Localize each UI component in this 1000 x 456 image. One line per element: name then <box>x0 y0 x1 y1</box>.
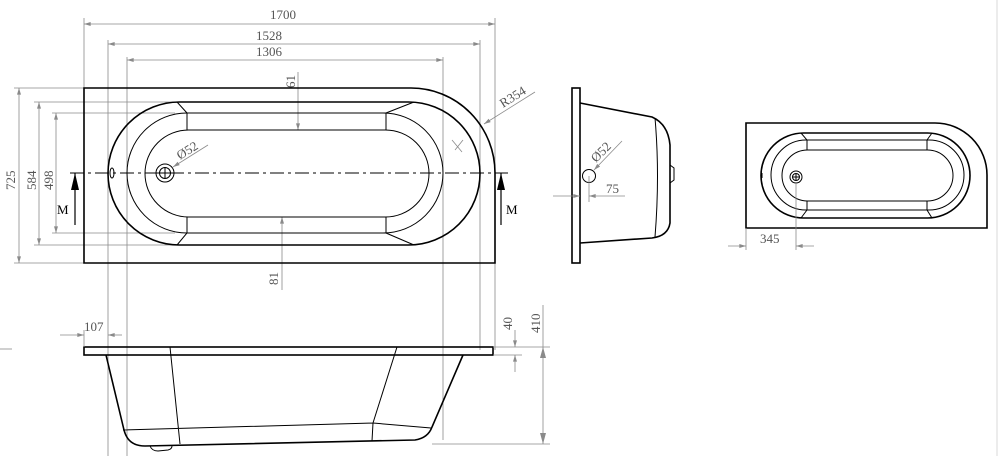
end-view: Ø52 75 <box>553 87 675 264</box>
dim-rim-width: 584 <box>24 170 39 190</box>
dim-bottom-width: 498 <box>41 171 56 191</box>
dim-drain-position: 345 <box>760 231 780 246</box>
dim-line-radius <box>483 91 536 125</box>
top-view: 1700 1528 1306 725 584 498 61 81 R354 Ø5… <box>3 7 536 456</box>
side-inner-lines <box>122 346 432 445</box>
chamfer-lines <box>176 101 415 246</box>
dim-rim-length: 1528 <box>256 28 282 43</box>
end-inner-line <box>654 117 658 238</box>
small-chamfer-lines <box>800 132 933 219</box>
section-arrow-left: M <box>57 173 79 225</box>
dim-rim-thickness: 40 <box>500 317 515 330</box>
end-flange <box>571 87 581 264</box>
dim-line-drain <box>172 144 209 168</box>
small-top-view: 345 <box>728 122 988 250</box>
end-body-profile <box>579 102 671 244</box>
dim-arrows-410 <box>540 347 546 444</box>
tub-outline <box>83 87 496 264</box>
extension-lines <box>14 18 496 456</box>
dim-height: 410 <box>528 314 543 334</box>
small-bottom-oval <box>781 149 954 202</box>
dim-overall-length: 1700 <box>270 7 296 22</box>
end-nub <box>669 164 675 184</box>
drain-icon <box>155 163 175 183</box>
overflow-icon <box>109 167 115 179</box>
dim-bottom-length: 1306 <box>256 44 283 59</box>
section-label-left: M <box>57 202 69 217</box>
dim-end-drain-diameter: Ø52 <box>588 139 614 165</box>
dim-overall-width: 725 <box>3 171 18 191</box>
dim-line-end-drain <box>593 140 623 171</box>
small-rim-oval <box>760 132 971 219</box>
drain-foot <box>149 445 173 452</box>
radius-center-mark <box>451 139 463 153</box>
dim-rim-offset: 107 <box>84 319 104 334</box>
rim-profile <box>83 346 494 356</box>
dim-bottom-offset: 81 <box>266 272 281 285</box>
dim-drain-diameter: Ø52 <box>174 138 201 163</box>
dim-drain-height: 75 <box>606 181 619 196</box>
tub-body-profile <box>105 354 464 447</box>
radius-center-mark <box>454 139 464 151</box>
dim-top-offset: 61 <box>283 75 298 88</box>
small-drain-icon <box>789 170 803 184</box>
small-tub-outline <box>745 122 988 229</box>
side-view: 107 40 410 <box>0 305 550 452</box>
section-arrow-right: M <box>497 173 518 225</box>
section-label-right: M <box>506 202 518 217</box>
